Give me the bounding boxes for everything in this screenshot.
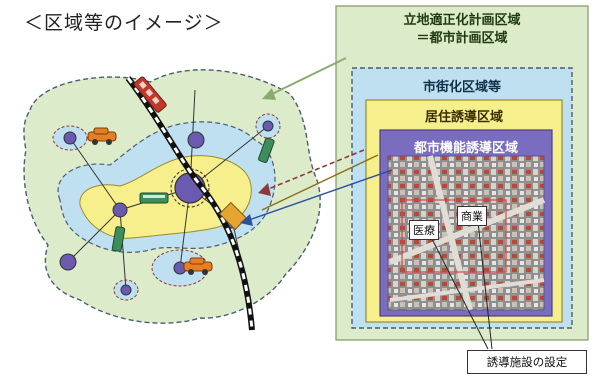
- bus-icon: [111, 226, 126, 252]
- function-zone-title: 都市機能誘導区域: [413, 141, 518, 156]
- arrow-head: [258, 183, 271, 196]
- train-icon: [133, 76, 167, 113]
- car-icon: [183, 257, 213, 275]
- location-zone-title-line2: ＝都市計画区域: [416, 31, 508, 46]
- facility-setting-callout: 誘導施設の設定: [467, 350, 587, 374]
- railway: [125, 76, 255, 331]
- city-road: [427, 155, 473, 311]
- facility-area-outline: [401, 199, 507, 273]
- diagram-heading: ＜区域等のイメージ＞: [24, 12, 224, 34]
- residence-zone-title: 居住誘導区域: [424, 110, 503, 125]
- arrow-head: [262, 88, 276, 100]
- location-zone-title: 立地適正化計画区域 ＝都市計画区域: [336, 12, 588, 48]
- city-road: [389, 278, 545, 302]
- city-road: [388, 197, 546, 265]
- callout-line: [477, 221, 493, 350]
- arrow-location: [267, 57, 347, 97]
- arrow-function: [245, 169, 393, 222]
- location-zone-title-line1: 立地適正化計画区域: [403, 13, 521, 28]
- arrow-head: [240, 214, 253, 226]
- station-icon: [218, 201, 248, 231]
- urbanization-zone-title: 市街化区域等: [422, 80, 501, 95]
- arrow-residence: [261, 154, 379, 211]
- callout-line: [429, 234, 489, 350]
- car-icon: [87, 127, 117, 145]
- bus-icon: [139, 192, 169, 204]
- arrow-urbanization: [265, 149, 365, 191]
- medical-facility-label: 医療: [409, 220, 439, 240]
- bus-icon: [258, 137, 275, 164]
- commerce-facility-label: 商業: [457, 206, 487, 226]
